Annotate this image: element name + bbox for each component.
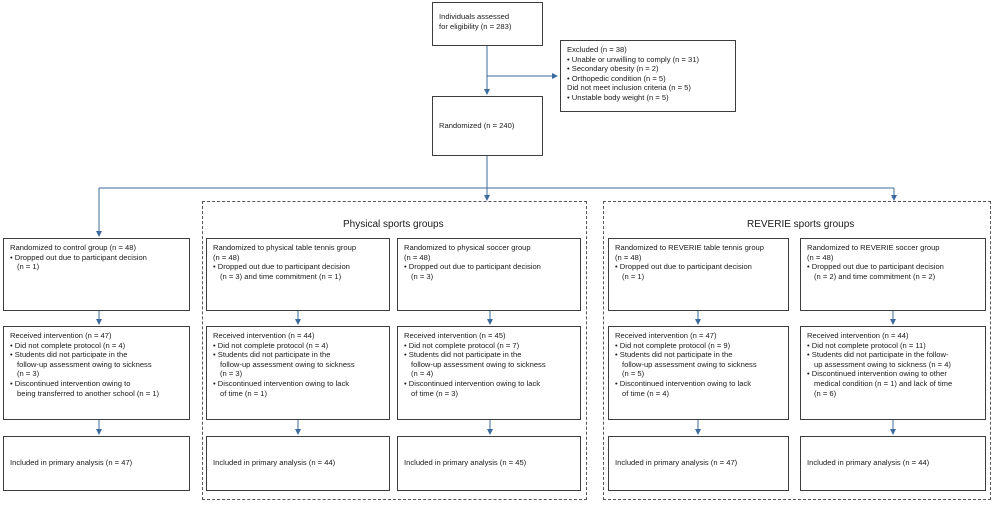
reverie-sports-group-title: REVERIE sports groups (747, 219, 855, 230)
excluded-item: • Orthopedic condition (n = 5) (567, 73, 666, 83)
intervention-line: (n = 6) (814, 388, 837, 398)
reverie-sports-group (603, 201, 991, 500)
reverie-soccer-allocation-box: Randomized to REVERIE soccer group (n = … (800, 238, 986, 311)
excluded-item: • Unable or unwilling to comply (n = 31) (567, 54, 700, 64)
excluded-title: Excluded (n = 38) (567, 45, 627, 54)
allocation-line: • Dropped out due to participant decisio… (10, 252, 147, 262)
allocation-line: Randomized to REVERIE soccer group (807, 243, 940, 252)
excluded-item: • Secondary obesity (n = 2) (567, 64, 659, 74)
excluded-item: Did not meet inclusion criteria (n = 5) (567, 83, 691, 93)
allocation-line: Randomized to physical soccer group (404, 243, 531, 252)
reverie-soccer-analysis-box: Included in primary analysis (n = 44) (800, 436, 986, 491)
excluded-box: Excluded (n = 38) • Unable or unwilling … (560, 40, 736, 112)
intervention-line: follow-up assessment owing to sickness (17, 359, 152, 369)
control-allocation-box: Randomized to control group (n = 48) • D… (3, 238, 190, 311)
analysis-line: Included in primary analysis (n = 44) (213, 458, 336, 467)
allocation-line: • Dropped out due to participant decisio… (615, 262, 752, 272)
intervention-line: up assessment owing to sickness (n = 4) (814, 359, 951, 369)
intervention-line: Received intervention (n = 44) (213, 331, 315, 340)
intervention-line: • Did not complete protocol (n = 4) (213, 340, 329, 350)
allocation-line: (n = 48) (807, 252, 834, 262)
intervention-line: follow-up assessment owing to sickness (411, 359, 546, 369)
allocation-line: Randomized to REVERIE table tennis group (615, 243, 765, 252)
allocation-line: • Dropped out due to participant decisio… (404, 262, 541, 272)
physical-sports-group (202, 201, 587, 500)
reverie-soccer-intervention-box: Received intervention (n = 44) • Did not… (800, 326, 986, 420)
intervention-line: • Students did not participate in the (404, 350, 522, 360)
intervention-line: • Discontinued intervention owing to lac… (213, 378, 350, 388)
intervention-line: • Students did not participate in the (615, 350, 733, 360)
intervention-line: Received intervention (n = 47) (615, 331, 717, 340)
intervention-line: • Did not complete protocol (n = 9) (615, 340, 731, 350)
eligibility-line-2: for eligibility (n = 283) (439, 21, 512, 31)
intervention-line: • Discontinued intervention owing to (10, 378, 131, 388)
eligibility-box: Individuals assessed for eligibility (n … (432, 2, 543, 46)
randomized-label: Randomized (n = 240) (439, 121, 515, 130)
intervention-line: of time (n = 4) (622, 388, 670, 398)
physical-soccer-intervention-box: Received intervention (n = 45) • Did not… (397, 326, 581, 420)
analysis-line: Included in primary analysis (n = 45) (404, 458, 527, 467)
excluded-item: • Unstable body weight (n = 5) (567, 92, 669, 102)
intervention-line: • Did not complete protocol (n = 4) (10, 340, 126, 350)
analysis-line: Included in primary analysis (n = 47) (615, 458, 738, 467)
allocation-line: (n = 3) and time commitment (n = 1) (220, 271, 342, 281)
intervention-line: (n = 5) (622, 369, 645, 379)
allocation-line: • Dropped out due to participant decisio… (213, 262, 350, 272)
allocation-line: (n = 3) (411, 271, 434, 281)
intervention-line: (n = 4) (411, 369, 434, 379)
intervention-line: • Students did not participate in the (213, 350, 331, 360)
allocation-line: (n = 1) (17, 262, 40, 272)
intervention-line: (n = 3) (220, 369, 243, 379)
physical-table-tennis-intervention-box: Received intervention (n = 44) • Did not… (206, 326, 390, 420)
intervention-line: of time (n = 1) (220, 388, 268, 398)
intervention-line: being transferred to another school (n =… (17, 388, 160, 398)
eligibility-line-1: Individuals assessed (439, 12, 510, 21)
reverie-table-tennis-analysis-box: Included in primary analysis (n = 47) (608, 436, 789, 491)
allocation-line: (n = 48) (213, 252, 240, 262)
allocation-line: Randomized to physical table tennis grou… (213, 243, 357, 252)
intervention-line: Received intervention (n = 44) (807, 331, 909, 340)
intervention-line: • Discontinued intervention owing to lac… (404, 378, 541, 388)
intervention-line: follow-up assessment owing to sickness (622, 359, 757, 369)
physical-sports-group-title: Physical sports groups (343, 219, 444, 230)
allocation-line: (n = 48) (404, 252, 431, 262)
physical-soccer-allocation-box: Randomized to physical soccer group (n =… (397, 238, 581, 311)
allocation-line: (n = 1) (622, 271, 645, 281)
allocation-line: (n = 2) and time commitment (n = 2) (814, 271, 936, 281)
intervention-line: Received intervention (n = 47) (10, 331, 112, 340)
analysis-line: Included in primary analysis (n = 44) (807, 458, 930, 467)
intervention-line: of time (n = 3) (411, 388, 459, 398)
allocation-line: • Dropped out due to participant decisio… (807, 262, 944, 272)
intervention-line: medical condition (n = 1) and lack of ti… (814, 378, 953, 388)
analysis-line: Included in primary analysis (n = 47) (10, 458, 133, 467)
allocation-line: Randomized to control group (n = 48) (10, 243, 137, 252)
intervention-line: • Did not complete protocol (n = 7) (404, 340, 520, 350)
intervention-line: • Students did not participate in the fo… (807, 350, 949, 360)
intervention-line: • Discontinued intervention owing to oth… (807, 369, 947, 379)
intervention-line: (n = 3) (17, 369, 40, 379)
intervention-line: • Students did not participate in the (10, 350, 128, 360)
intervention-line: Received intervention (n = 45) (404, 331, 506, 340)
physical-table-tennis-allocation-box: Randomized to physical table tennis grou… (206, 238, 390, 311)
intervention-line: • Did not complete protocol (n = 11) (807, 340, 926, 350)
intervention-line: follow-up assessment owing to sickness (220, 359, 355, 369)
randomized-box: Randomized (n = 240) (432, 96, 543, 156)
reverie-table-tennis-allocation-box: Randomized to REVERIE table tennis group… (608, 238, 789, 311)
control-analysis-box: Included in primary analysis (n = 47) (3, 436, 190, 491)
control-intervention-box: Received intervention (n = 47) • Did not… (3, 326, 190, 420)
reverie-table-tennis-intervention-box: Received intervention (n = 47) • Did not… (608, 326, 789, 420)
allocation-line: (n = 48) (615, 252, 642, 262)
intervention-line: • Discontinued intervention owing to lac… (615, 378, 752, 388)
physical-table-tennis-analysis-box: Included in primary analysis (n = 44) (206, 436, 390, 491)
physical-soccer-analysis-box: Included in primary analysis (n = 45) (397, 436, 581, 491)
